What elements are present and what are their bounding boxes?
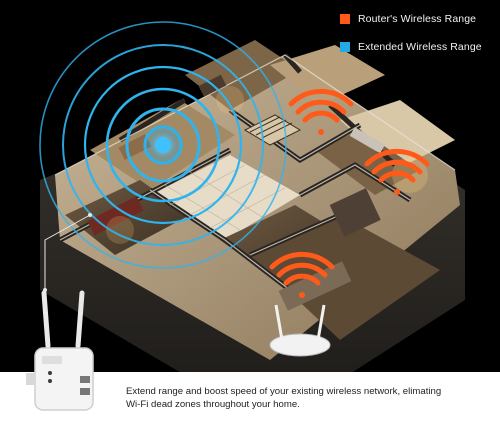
callout-line <box>44 214 91 290</box>
antenna-right <box>75 290 85 349</box>
furniture <box>87 74 386 311</box>
legend-item-extended: Extended Wireless Range <box>340 38 495 56</box>
signal-ring-icon <box>62 44 264 246</box>
extender-location-dot <box>155 137 171 153</box>
router-icon <box>269 304 331 357</box>
room-bedroom-right <box>340 100 455 170</box>
lamp-glow <box>216 86 244 114</box>
range-extender-icon <box>26 290 94 411</box>
antenna-left <box>41 290 51 349</box>
caption: Extend range and boost speed of your exi… <box>126 385 496 411</box>
signal-ring-icon <box>39 21 287 269</box>
legend-item-router: Router's Wireless Range <box>340 10 495 28</box>
wifi-signal-icon <box>269 251 335 298</box>
bed <box>349 127 386 154</box>
fireplace-stone <box>329 188 381 237</box>
signal-ring-icon <box>83 65 243 225</box>
status-led <box>48 371 52 375</box>
wifi-signal-icon <box>288 88 354 135</box>
callout-dot <box>88 213 92 217</box>
signal-ring-icon <box>105 87 221 203</box>
staircase <box>243 114 302 146</box>
lamp-glow <box>106 216 134 244</box>
orange-square-icon <box>340 14 350 24</box>
legend-label: Router's Wireless Range <box>358 13 477 25</box>
sofa <box>278 261 352 311</box>
blue-square-icon <box>340 42 350 52</box>
room-bedroom-top <box>270 45 385 105</box>
extended-wireless-range-rings <box>39 21 287 269</box>
signal-ring-icon <box>125 107 201 183</box>
caption-line: Extend range and boost speed of your exi… <box>126 386 442 397</box>
ethernet-port <box>80 376 90 383</box>
status-led <box>48 379 52 383</box>
dining-table <box>87 196 144 236</box>
wifi-signal-icon <box>364 148 430 195</box>
legend: Router's Wireless Range Extended Wireles… <box>340 10 495 66</box>
caption-line: Wi-Fi dead zones throughout your home. <box>126 399 300 410</box>
legend-label: Extended Wireless Range <box>358 41 482 53</box>
power-plug <box>26 373 36 385</box>
ethernet-port <box>80 388 90 395</box>
extender-logo-plate <box>42 356 62 364</box>
